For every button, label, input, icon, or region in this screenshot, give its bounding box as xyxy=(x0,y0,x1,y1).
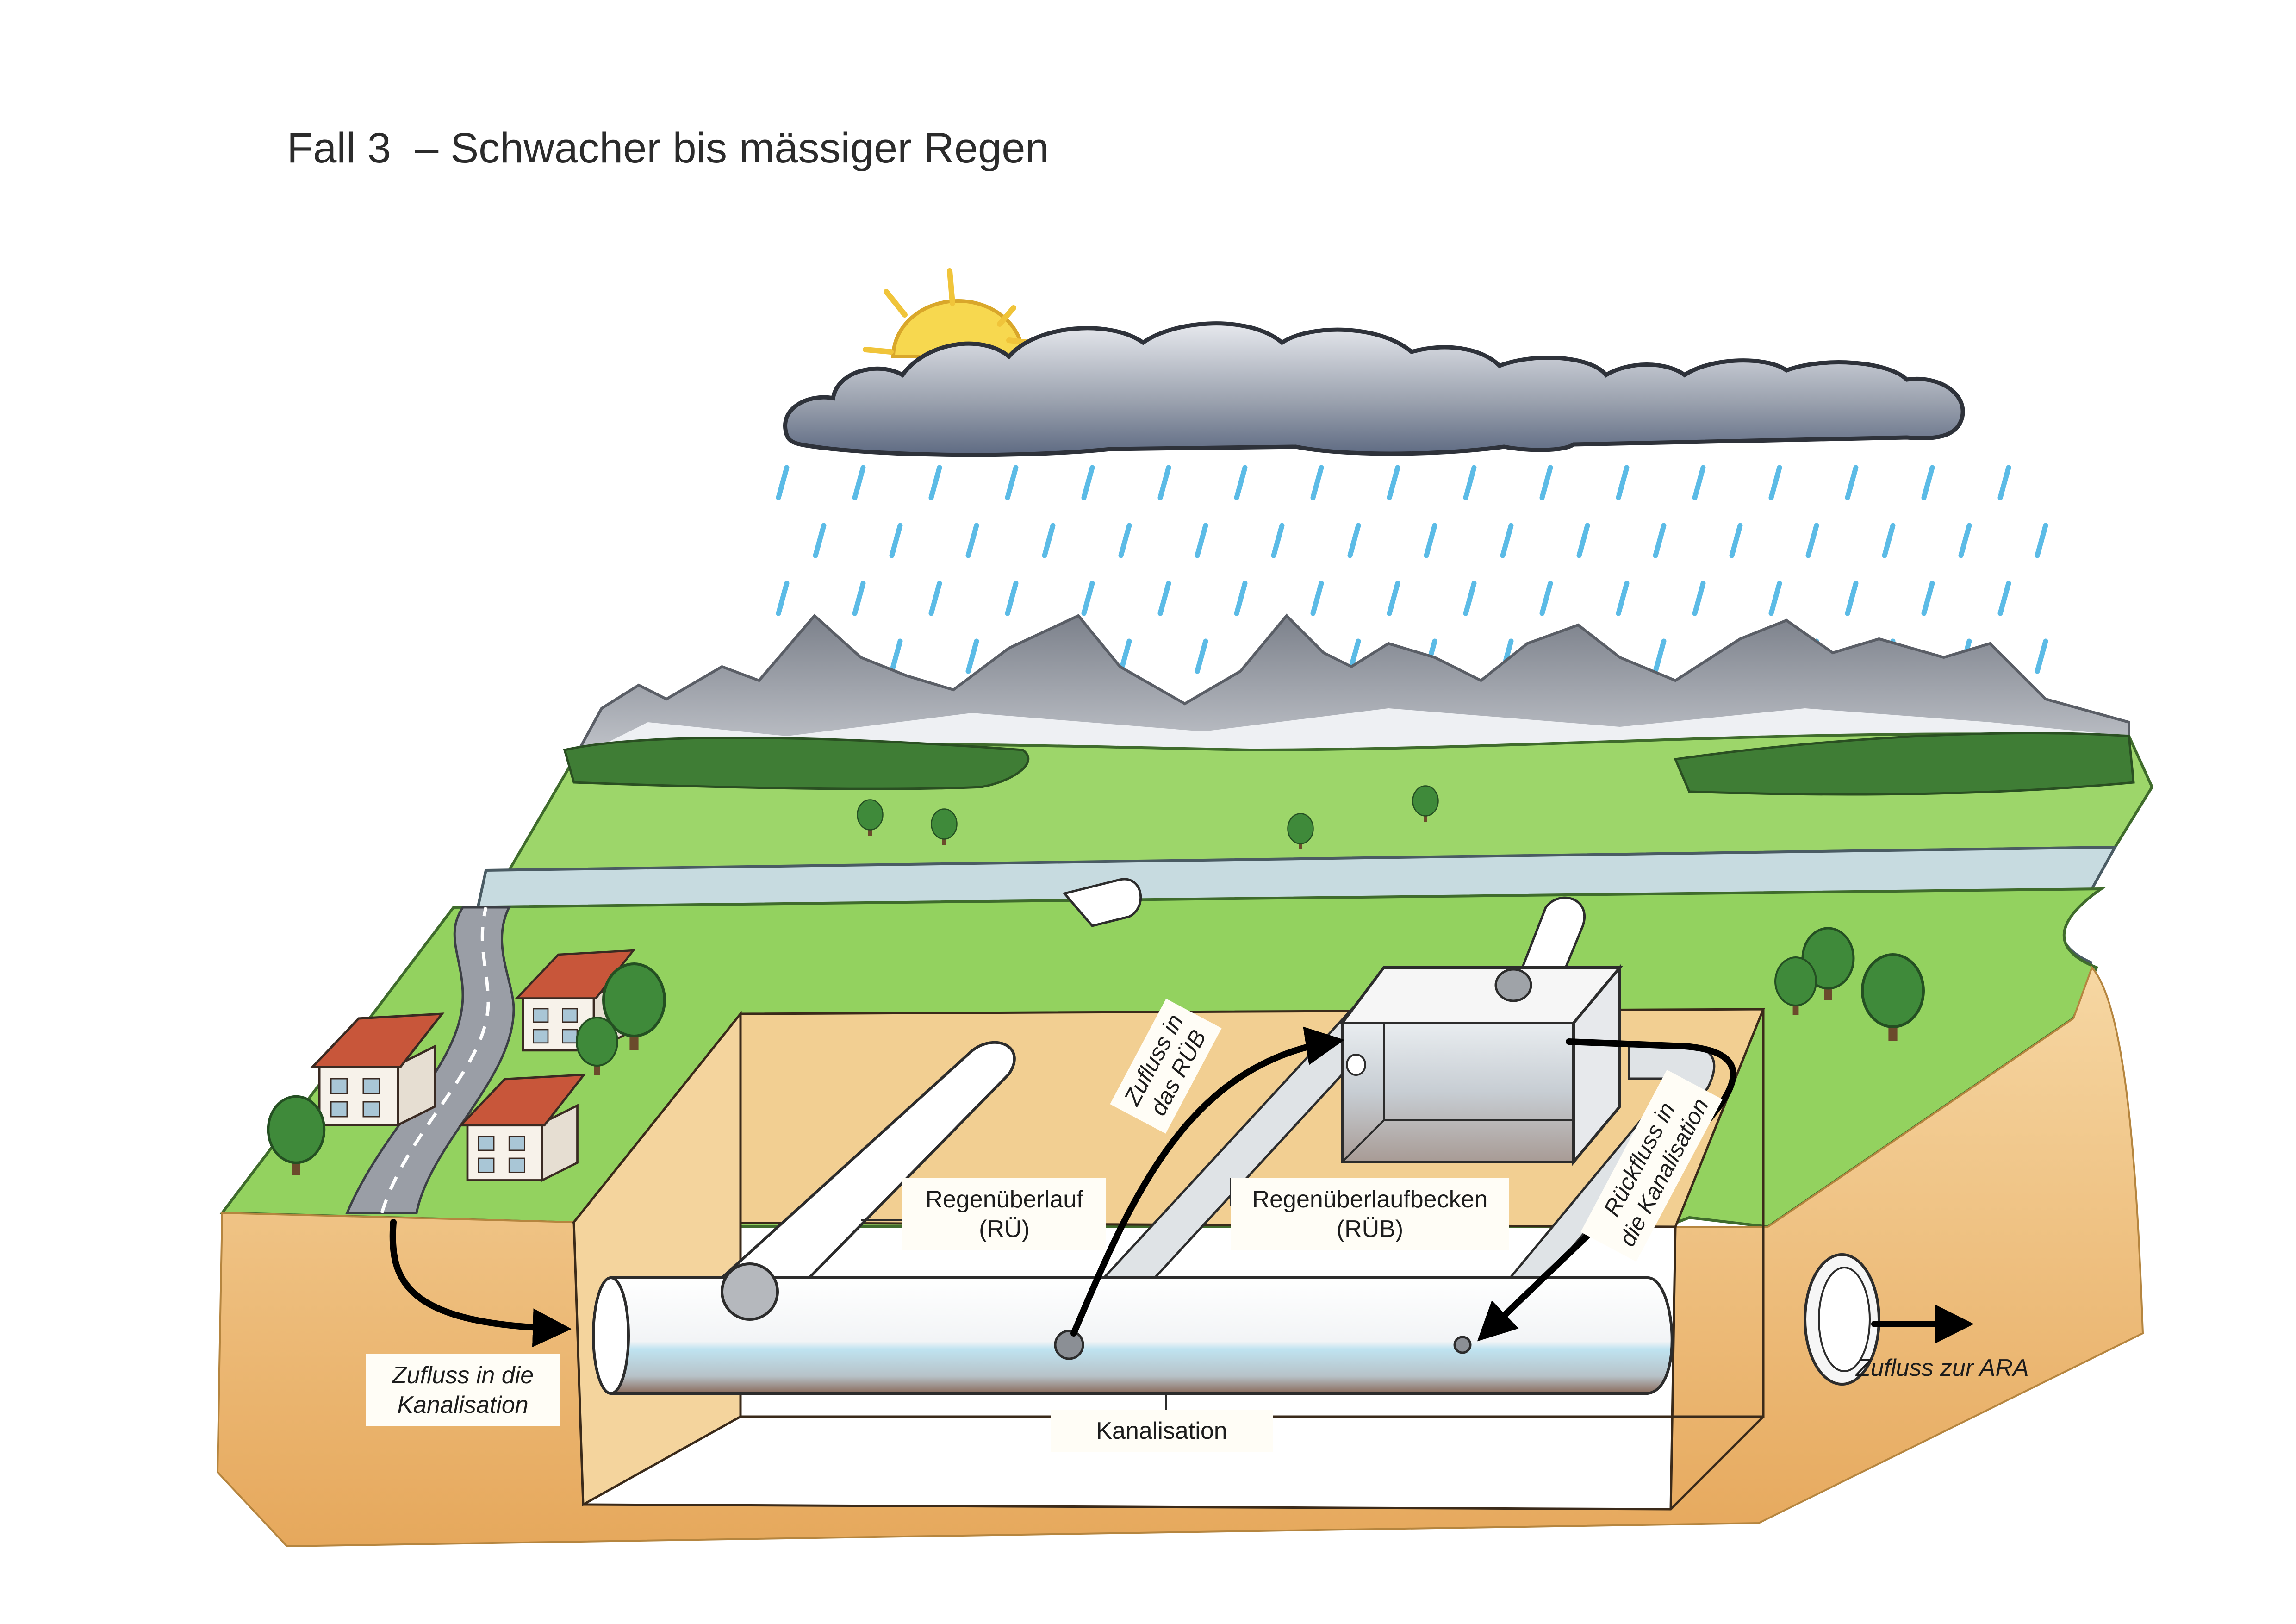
rain-group xyxy=(776,465,2048,674)
label-zufluss-kanalisation: Zufluss in die Kanalisation xyxy=(366,1354,560,1426)
raindrop-icon xyxy=(928,581,942,616)
raindrop-icon xyxy=(1195,523,1208,558)
label-regenueberlauf-line2: (RÜ) xyxy=(979,1216,1030,1243)
trees xyxy=(267,785,1925,1175)
raindrop-icon xyxy=(1921,465,1935,500)
tree-icon xyxy=(931,808,958,845)
tree-icon xyxy=(1774,956,1817,1015)
raindrop-icon xyxy=(1234,465,1248,500)
raindrop-icon xyxy=(1081,465,1095,500)
tree-icon xyxy=(267,1095,326,1175)
sun-icon xyxy=(863,268,1033,358)
label-zufluss-ara: Zufluss zur ARA xyxy=(1856,1355,2029,1381)
raindrop-icon xyxy=(776,465,790,500)
raindrop-icon xyxy=(1616,465,1630,500)
raindrop-icon xyxy=(1692,581,1706,616)
raindrop-icon xyxy=(2035,638,2048,674)
raindrop-icon xyxy=(1310,465,1324,500)
raindrop-icon xyxy=(965,523,979,558)
tree-icon xyxy=(1287,813,1314,849)
raindrop-icon xyxy=(1845,581,1859,616)
raindrop-icon xyxy=(1653,523,1667,558)
raindrop-icon xyxy=(889,638,903,674)
raindrop-icon xyxy=(1576,523,1590,558)
tree-icon xyxy=(602,962,666,1050)
label-kanalisation: Kanalisation xyxy=(1051,1410,1273,1452)
raindrop-icon xyxy=(1118,638,1132,674)
raindrop-icon xyxy=(1424,523,1437,558)
raindrop-icon xyxy=(776,581,790,616)
raindrop-icon xyxy=(1387,581,1400,616)
label-regenueberlaufbecken-line1: Regenüberlaufbecken xyxy=(1252,1186,1488,1213)
raindrop-icon xyxy=(1653,638,1667,674)
raindrop-icon xyxy=(1805,523,1819,558)
raindrop-icon xyxy=(1005,465,1019,500)
raindrop-icon xyxy=(1692,465,1706,500)
raindrop-icon xyxy=(1195,638,1208,674)
raindrop-icon xyxy=(852,465,866,500)
house-icon xyxy=(310,1012,445,1127)
raindrop-icon xyxy=(852,581,866,616)
tree-icon xyxy=(575,1016,619,1075)
house-icon xyxy=(458,1073,586,1182)
raindrop-icon xyxy=(1463,465,1477,500)
raindrop-icon xyxy=(1387,465,1400,500)
main-sewer-pipe xyxy=(592,1253,1880,1395)
raindrop-icon xyxy=(1616,581,1630,616)
raindrop-icon xyxy=(1997,465,2011,500)
label-regenueberlauf: Regenüberlauf (RÜ) xyxy=(902,1178,1106,1250)
overflow-pipe-ru xyxy=(719,878,1142,1312)
label-zufluss-kanalisation-line2: Kanalisation xyxy=(397,1392,529,1418)
raindrop-icon xyxy=(1768,465,1782,500)
tree-icon xyxy=(1412,785,1439,822)
arrow-inflow-sewer xyxy=(389,1219,572,1348)
raindrop-icon xyxy=(1347,523,1361,558)
label-kanalisation-text: Kanalisation xyxy=(1096,1418,1227,1444)
raindrop-icon xyxy=(1539,465,1553,500)
raindrop-icon xyxy=(1768,581,1782,616)
rain-cloud-icon xyxy=(783,321,1965,457)
raindrop-icon xyxy=(1958,523,1972,558)
raindrop-icon xyxy=(1271,523,1285,558)
raindrop-icon xyxy=(813,523,827,558)
tree-icon xyxy=(1860,953,1925,1041)
label-regenueberlaufbecken-line2: (RÜB) xyxy=(1336,1216,1404,1243)
raindrop-icon xyxy=(1729,523,1743,558)
raindrop-icon xyxy=(1310,581,1324,616)
raindrop-icon xyxy=(1921,581,1935,616)
tree-icon xyxy=(857,799,884,836)
overflow-basin-rueb xyxy=(1339,963,1623,1166)
raindrop-icon xyxy=(1463,581,1477,616)
raindrop-icon xyxy=(1234,581,1248,616)
raindrop-icon xyxy=(1042,523,1056,558)
raindrop-icon xyxy=(1845,465,1859,500)
raindrop-icon xyxy=(1997,581,2011,616)
raindrop-icon xyxy=(2035,523,2048,558)
raindrop-icon xyxy=(889,523,903,558)
label-regenueberlauf-line1: Regenüberlauf xyxy=(925,1186,1083,1213)
raindrop-icon xyxy=(1882,523,1896,558)
raindrop-icon xyxy=(965,638,979,674)
raindrop-icon xyxy=(1500,523,1514,558)
far-meadow xyxy=(506,732,2154,872)
label-zufluss-kanalisation-line1: Zufluss in die xyxy=(392,1362,534,1389)
raindrop-icon xyxy=(1539,581,1553,616)
label-regenueberlaufbecken: Regenüberlaufbecken (RÜB) xyxy=(1231,1178,1509,1250)
raindrop-icon xyxy=(1081,581,1095,616)
page-title: Fall 3 – Schwacher bis mässiger Regen xyxy=(287,125,1049,172)
raindrop-icon xyxy=(1118,523,1132,558)
raindrop-icon xyxy=(1157,465,1171,500)
arrow-inflow-rueb xyxy=(1070,1026,1344,1337)
raindrop-icon xyxy=(1005,581,1019,616)
raindrop-icon xyxy=(928,465,942,500)
raindrop-icon xyxy=(1157,581,1171,616)
